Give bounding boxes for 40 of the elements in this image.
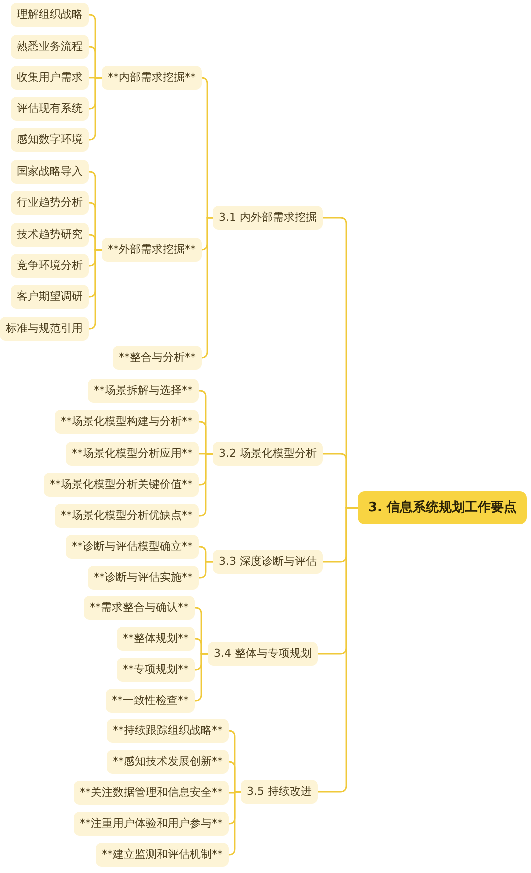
subtopic-box: 客户期望调研 [11, 285, 89, 309]
subtopic-box: 感知数字环境 [11, 128, 89, 152]
central-topic: 3. 信息系统规划工作要点 [358, 492, 527, 524]
subtopic-box: 标准与规范引用 [0, 317, 89, 341]
topic-box: 3.2 场景化模型分析 [213, 442, 323, 466]
subtopic-box: **感知技术发展创新** [107, 750, 229, 774]
topic-box: 3.1 内外部需求挖掘 [213, 206, 323, 230]
subtopic-box: 行业趋势分析 [11, 191, 89, 215]
subtopic-box: 收集用户需求 [11, 66, 89, 90]
subtopic-box: 国家战略导入 [11, 160, 89, 184]
subtopic-box: **场景化模型分析优缺点** [55, 504, 199, 528]
subtopic-box: 熟悉业务流程 [11, 35, 89, 59]
subtopic-box: **专项规划** [117, 658, 195, 682]
subtopic-box: 竞争环境分析 [11, 254, 89, 278]
subtopic-box: 技术趋势研究 [11, 223, 89, 247]
subtopic-box: **一致性检查** [106, 689, 195, 713]
subtopic-box: **场景化模型构建与分析** [55, 410, 199, 434]
topic-box: 3.3 深度诊断与评估 [213, 550, 323, 574]
subtopic-box: **关注数据管理和信息安全** [74, 781, 229, 805]
connector-line [318, 507, 358, 793]
subtopic-box: 理解组织战略 [11, 3, 89, 27]
subtopic-box: **注重用户体验和用户参与** [74, 812, 229, 836]
subtopic-box: **外部需求挖掘** [102, 238, 202, 262]
subtopic-box: **持续跟踪组织战略** [107, 719, 229, 743]
subtopic-box: **内部需求挖掘** [102, 66, 202, 90]
subtopic-box: **整体规划** [117, 627, 195, 651]
subtopic-box: **需求整合与确认** [84, 596, 195, 620]
subtopic-box: **场景化模型分析关键价值** [44, 473, 199, 497]
subtopic-box: **场景拆解与选择** [88, 379, 199, 403]
subtopic-box: **建立监测和评估机制** [96, 843, 229, 867]
connector-line [200, 217, 213, 359]
topic-box: 3.4 整体与专项规划 [208, 642, 318, 666]
subtopic-box: **诊断与评估实施** [88, 566, 199, 590]
subtopic-box: 评估现有系统 [11, 97, 89, 121]
connector-line [228, 791, 241, 856]
subtopic-box: **场景化模型分析应用** [66, 442, 199, 466]
topic-box: 3.5 持续改进 [241, 780, 318, 804]
connector-line [199, 561, 213, 579]
subtopic-box: **诊断与评估模型确立** [66, 535, 199, 559]
subtopic-box: **整合与分析** [113, 346, 202, 370]
